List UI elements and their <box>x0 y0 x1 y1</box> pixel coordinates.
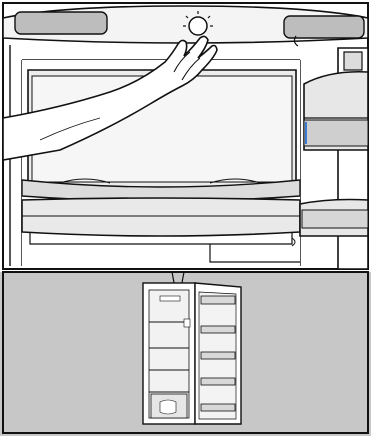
bottom-overview-panel <box>0 272 371 436</box>
top-detail-view <box>0 0 371 272</box>
fridge-overview-illustration <box>143 283 241 424</box>
lower-shelf <box>22 198 300 236</box>
lamp-cover-right <box>284 16 364 38</box>
lamp-cover-left <box>15 12 107 34</box>
